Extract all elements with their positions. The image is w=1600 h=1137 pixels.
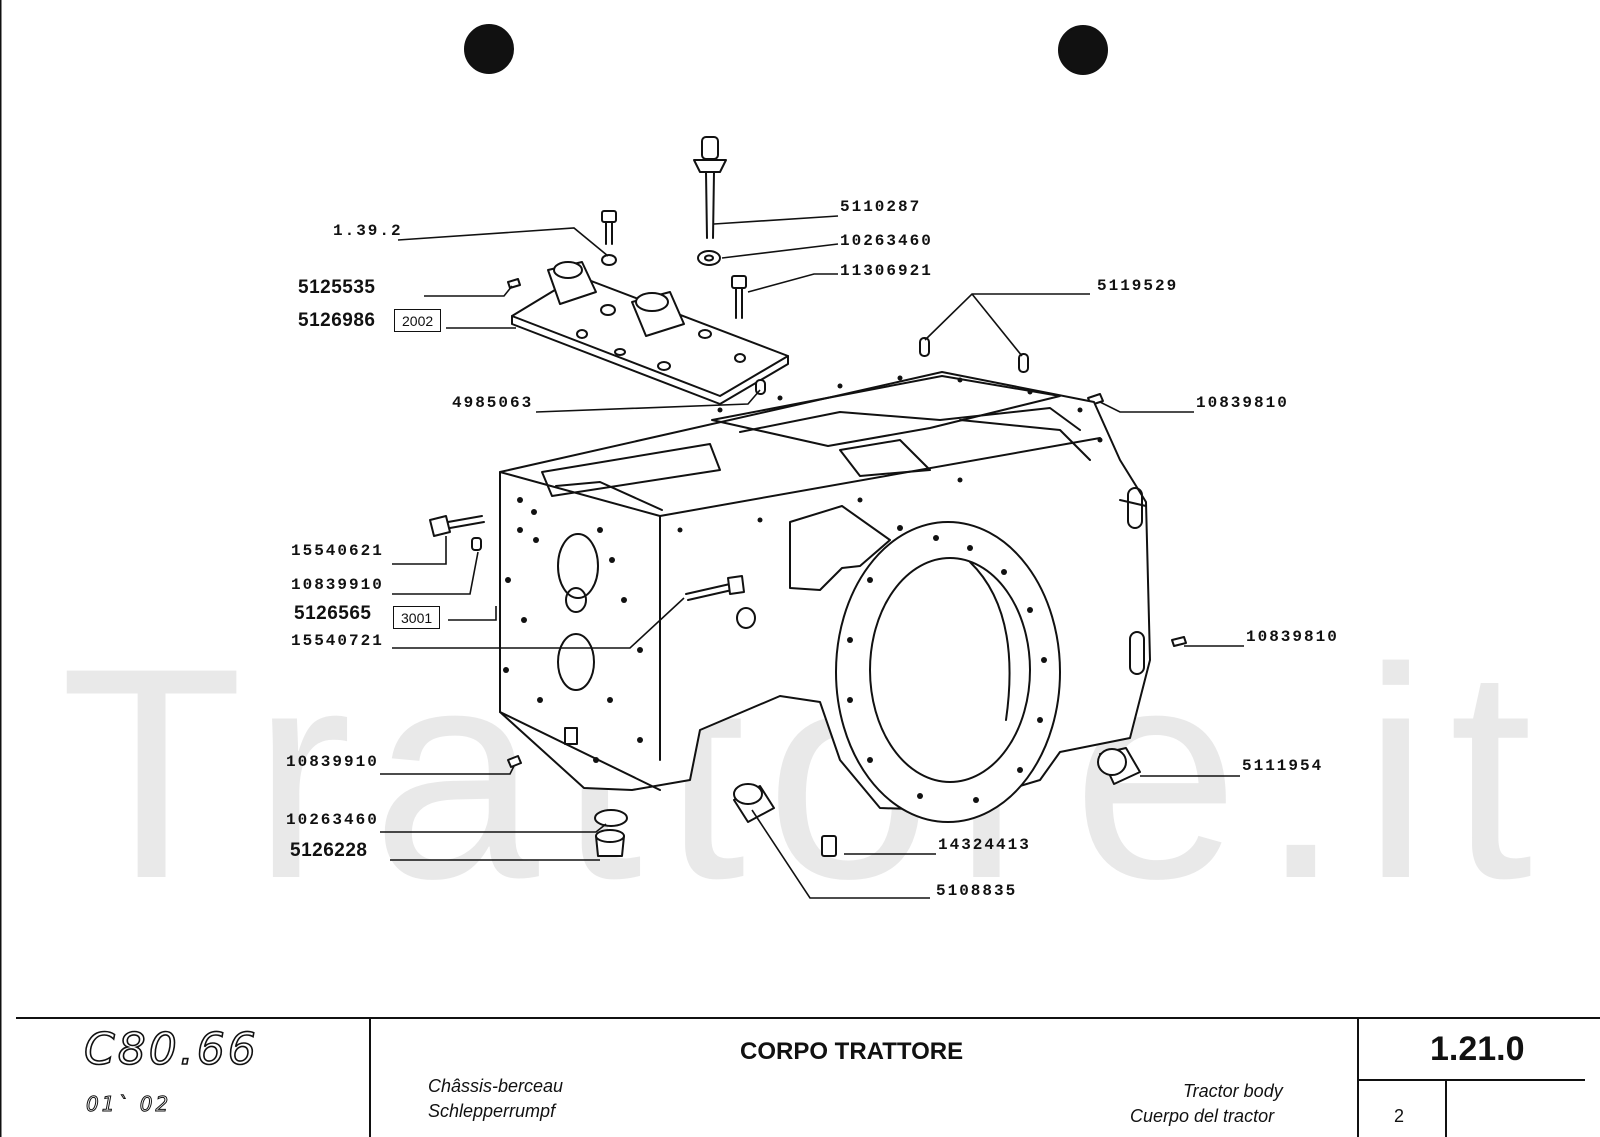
section-title: CORPO TRATTORE <box>740 1038 964 1065</box>
bushing-5111954 <box>1097 747 1141 785</box>
callout-10263460-lower: 10263460 <box>286 811 379 829</box>
top-bolt-part <box>601 210 617 266</box>
model-logo: C80.66 <box>83 1023 259 1076</box>
callout-5110287: 5110287 <box>840 198 922 216</box>
callout-5111954: 5111954 <box>1242 757 1324 775</box>
dowel-pin-right <box>1018 353 1029 373</box>
callout-5119529: 5119529 <box>1097 277 1179 295</box>
pin-10839910-upper <box>471 537 482 551</box>
dowel-pin-left <box>919 337 930 357</box>
callout-1-39-2: 1.39.2 <box>333 222 403 240</box>
callout-10839810-top: 10839810 <box>1196 394 1289 412</box>
callout-5125535: 5125535 <box>298 277 376 298</box>
bolt-15540621 <box>429 515 485 537</box>
binder-hole-right <box>1058 25 1108 75</box>
bushing-5108835 <box>733 783 775 823</box>
callout-10263460: 10263460 <box>840 232 933 250</box>
tractor-body-housing <box>499 371 1151 823</box>
callout-5108835: 5108835 <box>936 882 1018 900</box>
bolt-part <box>731 275 747 319</box>
small-dowel-part <box>507 278 521 289</box>
pin-right-mid <box>1171 636 1187 647</box>
callout-5126565: 5126565 <box>294 603 372 624</box>
plug-14324413 <box>821 835 837 857</box>
callout-4985063: 4985063 <box>452 394 534 412</box>
callout-11306921: 11306921 <box>840 262 933 280</box>
washer-part <box>697 250 721 266</box>
callout-10839810-mid: 10839810 <box>1246 628 1339 646</box>
page-number: 2 <box>1394 1106 1405 1126</box>
title-spanish: Cuerpo del tractor <box>1130 1106 1275 1126</box>
callout-5126228: 5126228 <box>290 840 368 861</box>
dipstick-part <box>693 136 727 239</box>
callout-10839910-lower: 10839910 <box>286 753 379 771</box>
callout-box-3001: 3001 <box>393 606 441 629</box>
binder-hole-left <box>464 24 514 74</box>
model-logo-sub: 01` 02 <box>85 1092 172 1117</box>
callout-15540721: 15540721 <box>291 632 384 650</box>
pin-10839910-lower <box>507 755 522 768</box>
callout-15540621: 15540621 <box>291 542 384 560</box>
callout-5126986: 5126986 <box>298 310 376 331</box>
title-french: Châssis-berceau <box>428 1076 564 1096</box>
washer-10263460-lower <box>594 809 628 827</box>
dowel-part <box>755 379 766 395</box>
title-german: Schlepperrumpf <box>428 1101 556 1121</box>
callout-10839910-upper: 10839910 <box>291 576 384 594</box>
drain-plug-5126228 <box>595 829 625 857</box>
section-reference: 1.21.0 <box>1430 1030 1525 1068</box>
callout-14324413: 14324413 <box>938 836 1031 854</box>
title-english: Tractor body <box>1183 1081 1283 1101</box>
bolt-15540721 <box>685 575 756 629</box>
top-cover-plate <box>511 261 789 405</box>
callout-box-2002: 2002 <box>394 309 442 332</box>
